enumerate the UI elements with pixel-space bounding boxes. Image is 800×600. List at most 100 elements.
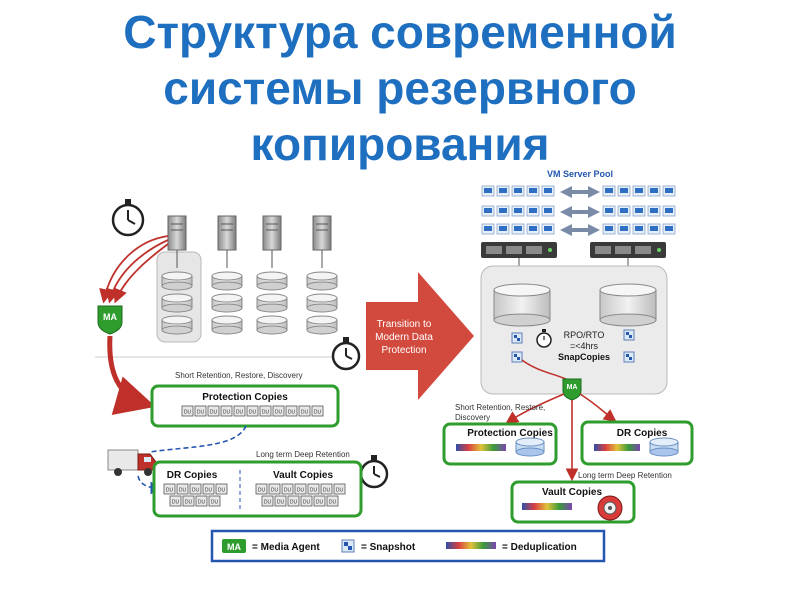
disk-stack	[306, 271, 338, 335]
svg-text:DU: DU	[218, 488, 226, 494]
vm-icon	[496, 185, 510, 197]
vault-icon	[597, 495, 623, 521]
vm-icon	[541, 185, 555, 197]
vm-server-pool	[481, 185, 676, 235]
dedup-chip-icon: DU	[208, 495, 221, 507]
legend-snapshot: = Snapshot	[361, 542, 416, 553]
snapshot-icon	[623, 351, 635, 363]
right-modern-diagram: VM Server Pool	[442, 169, 694, 524]
svg-text:DU: DU	[210, 410, 218, 416]
dedup-chip-icon: DU	[220, 405, 233, 417]
transition-line-3: Protection	[381, 345, 426, 356]
protection-copies-label: Protection Copies	[202, 392, 288, 403]
svg-text:DU: DU	[310, 488, 318, 494]
svg-text:DU: DU	[271, 488, 279, 494]
dedup-bar	[446, 542, 496, 549]
svg-text:DU: DU	[316, 500, 324, 506]
vm-icon	[662, 185, 676, 197]
dedup-chip-icon: DU	[163, 483, 176, 495]
legend-deduplication: = Deduplication	[502, 542, 577, 553]
server-icon	[262, 215, 282, 251]
dedup-chip-icon: DU	[202, 483, 215, 495]
media-agent-icon: MA	[222, 539, 246, 553]
server-icon	[217, 215, 237, 251]
dedup-chip-icon: DU	[189, 483, 202, 495]
svg-text:DU: DU	[172, 500, 180, 506]
svg-text:DU: DU	[166, 488, 174, 494]
ma-label: MA	[103, 312, 117, 322]
vm-icon	[647, 185, 661, 197]
rpo-rto-label: RPO/RTO	[564, 330, 605, 340]
svg-text:DU: DU	[198, 500, 206, 506]
dr-copies-label: DR Copies	[167, 470, 218, 481]
dedup-chip-icon: DU	[194, 405, 207, 417]
media-agent-icon: MA	[562, 378, 582, 401]
legend: MA = Media Agent = Snapshot = Deduplicat…	[210, 529, 606, 563]
svg-text:DU: DU	[323, 488, 331, 494]
dedup-chip-icon: DU	[326, 495, 339, 507]
dedup-chip-icon: DU	[207, 405, 220, 417]
dedup-chip-icon: DU	[298, 405, 311, 417]
page-title: Структура современной системы резервного…	[0, 4, 800, 172]
title-line-3: копирования	[250, 118, 550, 170]
dedup-chip-icon: DU	[333, 483, 346, 495]
transition-line-1: Transition to	[377, 319, 432, 330]
vm-icon	[632, 185, 646, 197]
vm-icon	[647, 223, 661, 235]
svg-text:DU: DU	[258, 488, 266, 494]
vm-icon	[481, 205, 495, 217]
svg-text:DU: DU	[297, 488, 305, 494]
disk-stack	[256, 271, 288, 335]
svg-text:DU: DU	[277, 500, 285, 506]
svg-text:DU: DU	[314, 410, 322, 416]
vm-icon	[511, 223, 525, 235]
dedup-chip-icon: DU	[246, 405, 259, 417]
title-line-1: Структура современной	[123, 6, 677, 58]
dedup-chip-icon: DU	[255, 483, 268, 495]
protection-copies-label: Protection Copies	[467, 428, 553, 439]
dedup-chip-icon: DU	[261, 495, 274, 507]
dedup-chip-icon: DU	[294, 483, 307, 495]
vm-icon	[662, 223, 676, 235]
legend-media-agent: = Media Agent	[252, 542, 320, 553]
server-icon	[312, 215, 332, 251]
storage-server-icon	[481, 242, 557, 258]
svg-text:DU: DU	[211, 500, 219, 506]
dedup-chip-icon: DU	[311, 405, 324, 417]
vm-icon	[617, 185, 631, 197]
vm-icon	[632, 205, 646, 217]
disk-stack	[161, 271, 193, 335]
short-retention-label: Short Retention, Restore, Discovery	[175, 371, 303, 380]
disk-icon	[493, 283, 551, 327]
left-legacy-diagram: MA Short Retention, Restore, Discovery P…	[95, 199, 389, 518]
transition-arrow: Transition to Modern Data Protection	[366, 272, 474, 400]
dedup-chip-icon: DU	[182, 495, 195, 507]
disk-stack	[211, 271, 243, 335]
vm-icon	[526, 205, 540, 217]
dedup-bar	[456, 444, 506, 451]
server-icon	[167, 215, 187, 251]
dedup-chip-icon: DU	[233, 405, 246, 417]
storage-server-icon	[590, 242, 666, 258]
transition-line-2: Modern Data	[375, 332, 433, 343]
vm-icon	[602, 205, 616, 217]
dedup-chip-icon: DU	[313, 495, 326, 507]
vm-icon	[481, 223, 495, 235]
dedup-chip-icon: DU	[285, 405, 298, 417]
dedup-chip-icon: DU	[169, 495, 182, 507]
vm-icon	[617, 205, 631, 217]
media-agent-icon: MA	[97, 305, 123, 335]
truck-icon	[107, 449, 157, 476]
vm-icon	[602, 185, 616, 197]
dedup-chip-icon: DU	[176, 483, 189, 495]
svg-text:DU: DU	[249, 410, 257, 416]
svg-text:DU: DU	[303, 500, 311, 506]
svg-text:DU: DU	[184, 410, 192, 416]
vault-copies-label: Vault Copies	[542, 487, 602, 498]
disk-icon	[599, 283, 657, 327]
migration-arrows	[560, 186, 600, 236]
vm-icon	[647, 205, 661, 217]
snapshot-icon	[511, 332, 523, 344]
